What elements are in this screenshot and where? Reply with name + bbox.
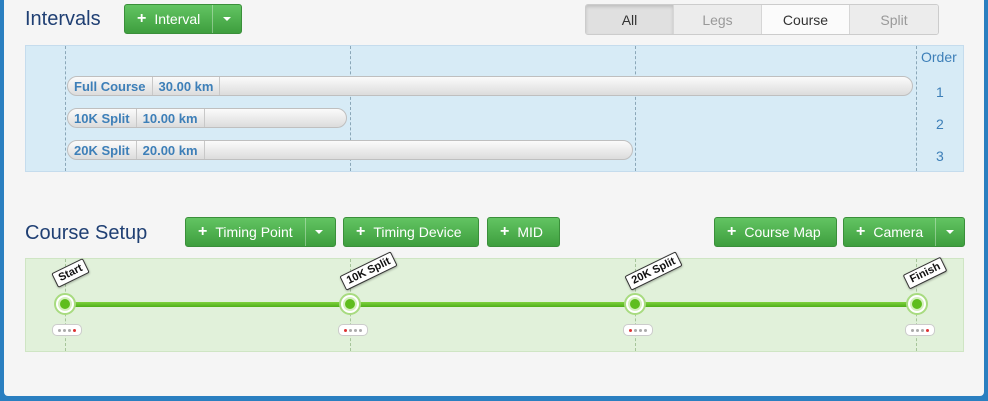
device-status-start[interactable]	[52, 324, 82, 336]
interval-row[interactable]: Full Course 30.00 km	[67, 76, 913, 96]
timing-point-start[interactable]	[54, 293, 76, 315]
interval-row[interactable]: 20K Split 20.00 km	[67, 140, 633, 160]
device-status-20k[interactable]	[623, 324, 653, 336]
interval-row[interactable]: 10K Split 10.00 km	[67, 108, 347, 128]
timing-point-20k[interactable]	[624, 293, 646, 315]
filter-course[interactable]: Course	[762, 5, 850, 34]
order-header: Order	[921, 49, 957, 65]
interval-distance: 10.00 km	[137, 109, 205, 127]
node-icon	[58, 297, 72, 311]
course-setup-title: Course Setup	[25, 222, 148, 244]
filter-split[interactable]: Split	[850, 5, 938, 34]
caret-down-icon	[315, 230, 324, 234]
add-course-map-button[interactable]: + Course Map	[714, 217, 837, 247]
mid-label: MID	[517, 224, 544, 240]
timing-device-label: Timing Device	[373, 224, 462, 240]
divider	[350, 46, 351, 171]
interval-distance: 20.00 km	[137, 141, 205, 159]
add-timing-device-button[interactable]: + Timing Device	[343, 217, 479, 247]
interval-name: 20K Split	[68, 141, 137, 159]
camera-dropdown[interactable]	[935, 218, 963, 246]
add-mid-button[interactable]: + MID	[487, 217, 560, 247]
interval-order: 3	[936, 148, 944, 164]
interval-order: 1	[936, 84, 944, 100]
node-icon	[910, 297, 924, 311]
point-label-start[interactable]: Start	[51, 258, 90, 288]
course-map-label: Course Map	[744, 224, 821, 240]
timing-point-label: Timing Point	[215, 224, 293, 240]
plus-icon: +	[137, 10, 147, 27]
add-timing-point-button[interactable]: + Timing Point	[185, 217, 336, 247]
divider	[916, 46, 917, 171]
interval-name: Full Course	[68, 77, 153, 95]
camera-label: Camera	[873, 224, 924, 240]
caret-down-icon	[945, 230, 954, 234]
plus-icon: +	[500, 223, 510, 240]
interval-order: 2	[936, 116, 944, 132]
add-interval-label: Interval	[154, 11, 201, 27]
node-icon	[628, 297, 642, 311]
timing-point-dropdown[interactable]	[304, 218, 333, 246]
timing-point-finish[interactable]	[906, 293, 928, 315]
add-interval-dropdown[interactable]	[212, 5, 240, 33]
device-status-finish[interactable]	[905, 324, 935, 336]
device-status-10k[interactable]	[338, 324, 368, 336]
caret-down-icon	[222, 17, 231, 21]
interval-distance: 30.00 km	[153, 77, 221, 95]
divider	[635, 46, 636, 171]
point-label-20k[interactable]: 20K Split	[624, 251, 683, 291]
intervals-title: Intervals	[25, 8, 101, 30]
divider	[65, 46, 66, 171]
plus-icon: +	[856, 223, 866, 240]
intervals-area: Order Full Course 30.00 km 1 10K Split 1…	[25, 45, 964, 172]
timing-point-10k[interactable]	[339, 293, 361, 315]
node-icon	[343, 297, 357, 311]
filter-all[interactable]: All	[586, 5, 674, 34]
plus-icon: +	[727, 223, 737, 240]
add-camera-button[interactable]: + Camera	[843, 217, 965, 247]
plus-icon: +	[198, 223, 208, 240]
course-line	[68, 302, 920, 307]
point-label-finish[interactable]: Finish	[902, 256, 948, 290]
point-label-10k[interactable]: 10K Split	[339, 251, 398, 291]
add-interval-button[interactable]: + Interval	[124, 4, 242, 34]
plus-icon: +	[356, 223, 366, 240]
filter-legs[interactable]: Legs	[674, 5, 762, 34]
main-panel: Intervals + Interval All Legs Course Spl…	[4, 0, 984, 396]
interval-filter: All Legs Course Split	[585, 4, 939, 35]
interval-name: 10K Split	[68, 109, 137, 127]
course-area: Start 10K Split 20K Split Finish	[25, 251, 964, 352]
